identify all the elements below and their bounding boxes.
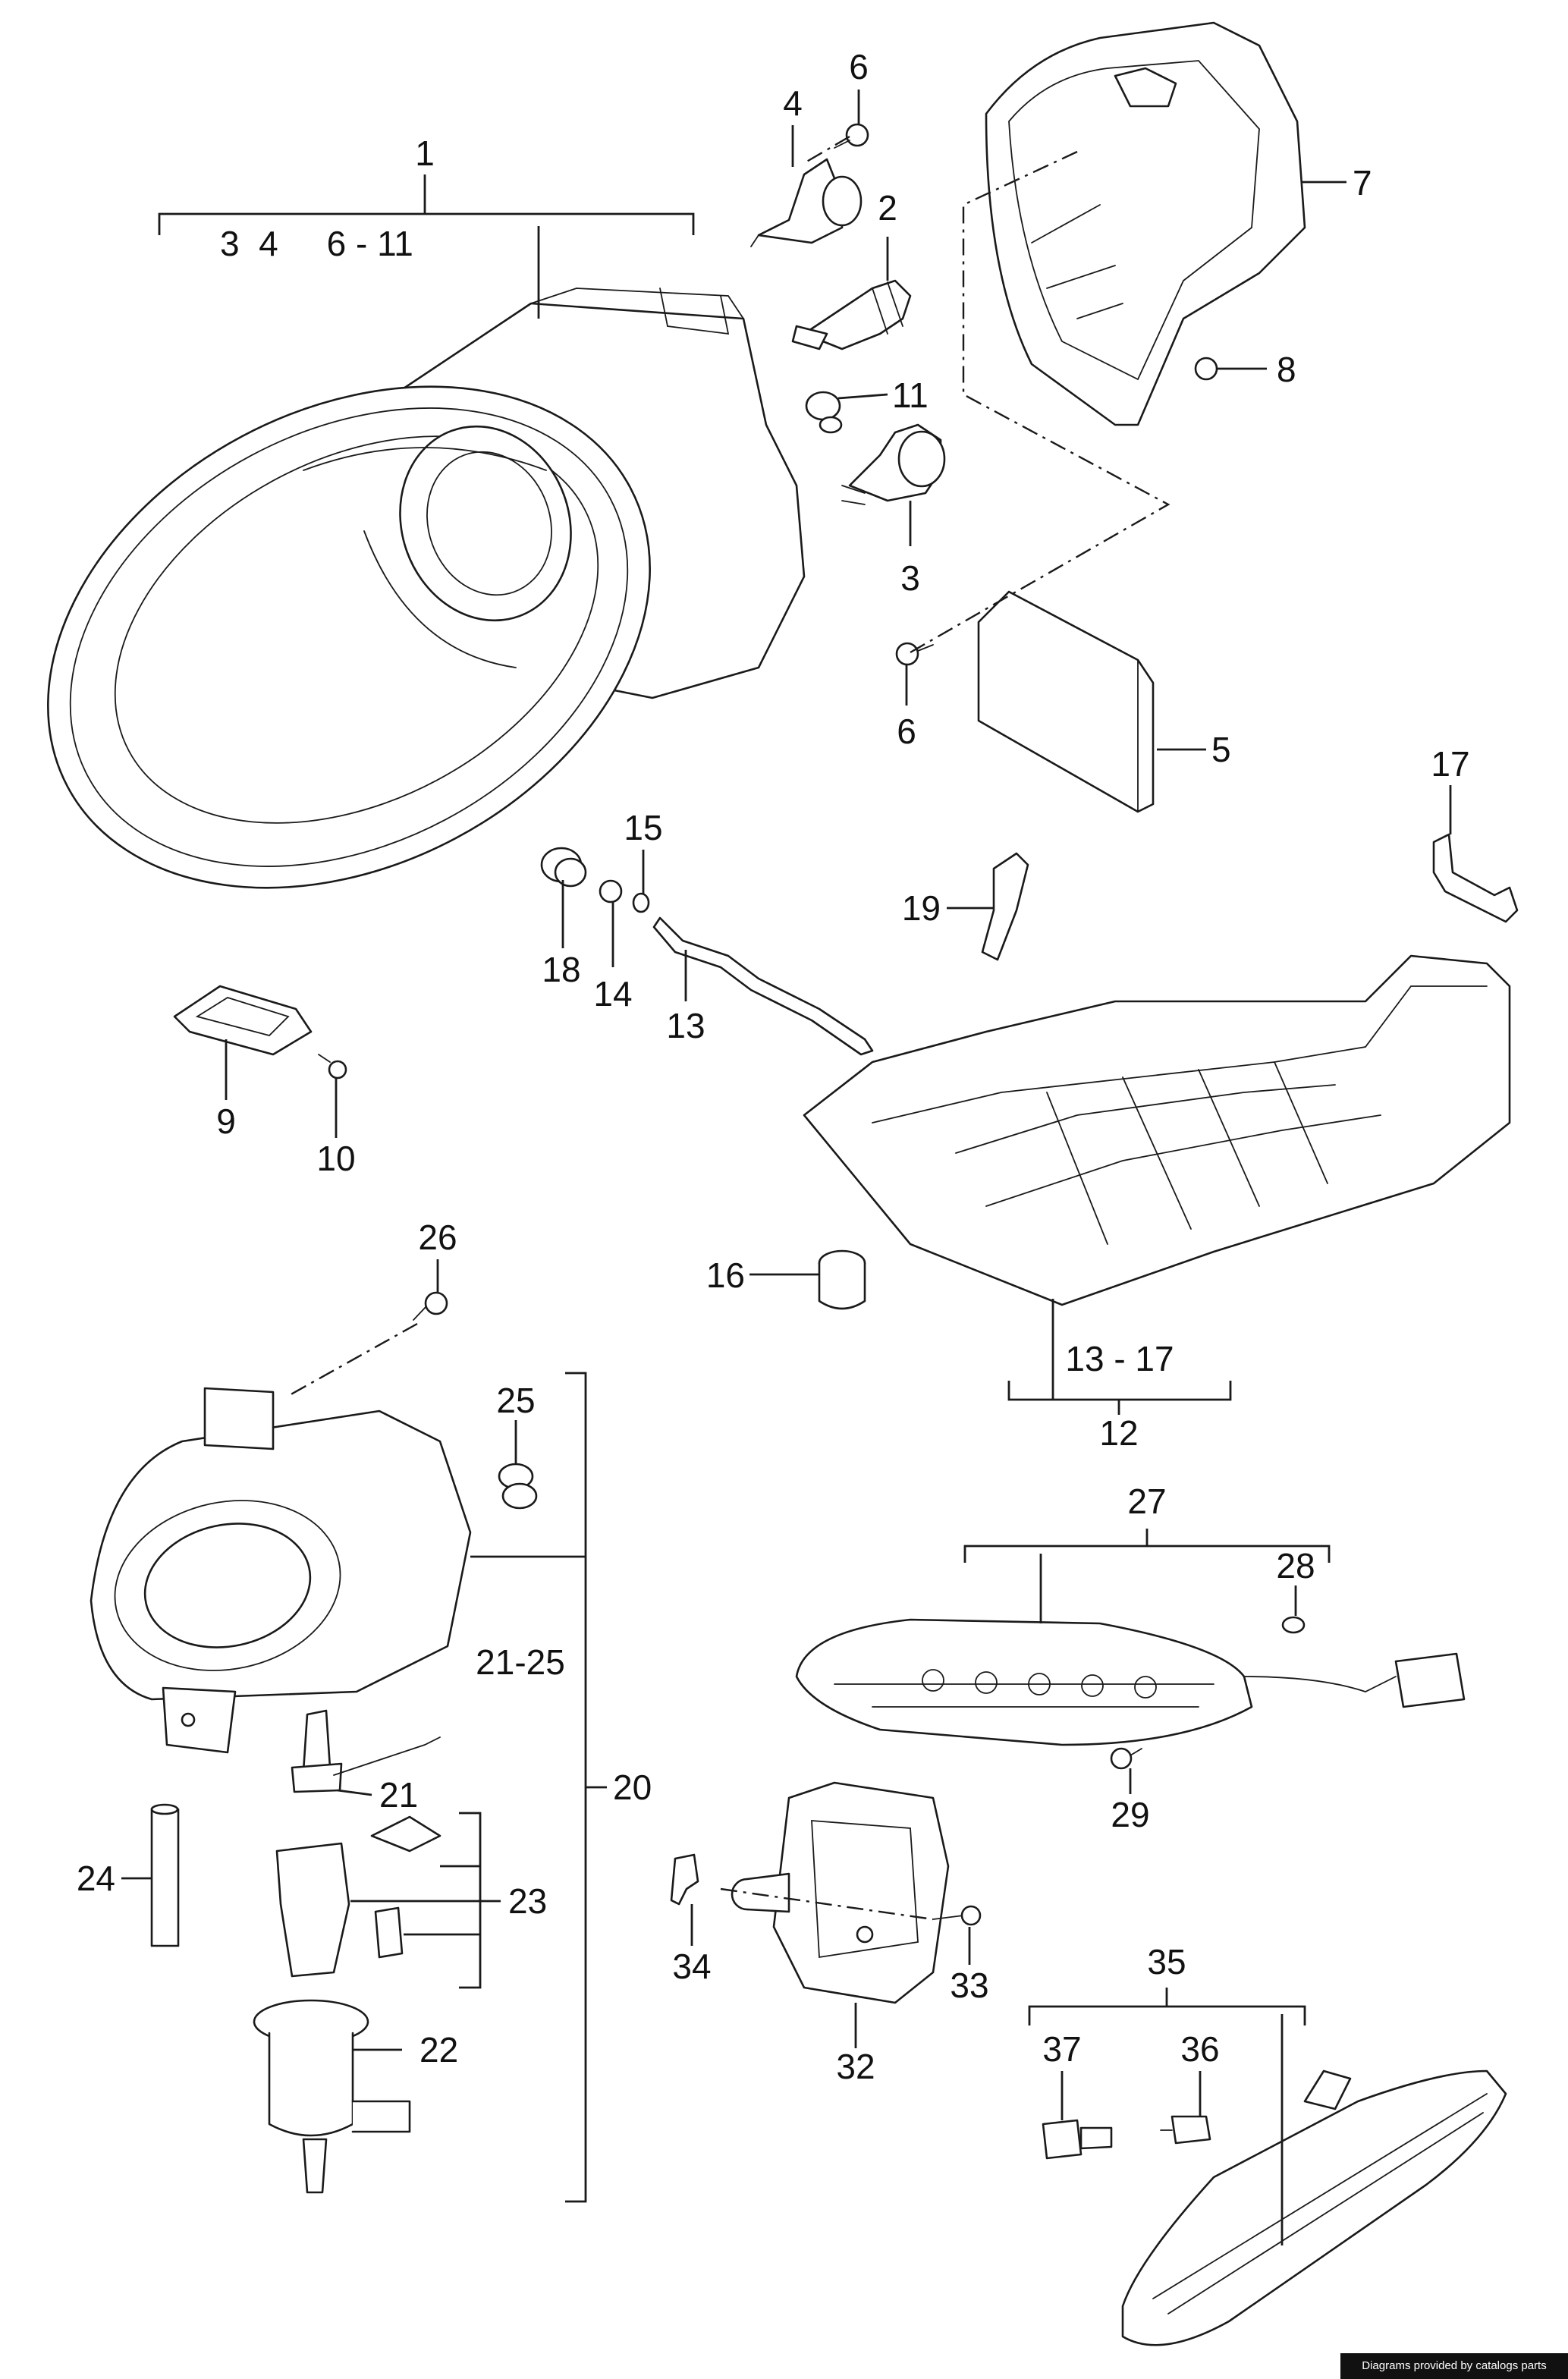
callout-28: 28 xyxy=(1276,1546,1315,1585)
adjuster-motor xyxy=(750,158,863,247)
callout-27: 27 xyxy=(1127,1482,1166,1521)
screw-6-mid xyxy=(895,642,934,666)
clip-34 xyxy=(670,1853,699,1906)
callout-12-range: 13 - 17 xyxy=(1065,1339,1174,1378)
credit-bar: Diagrams provided by catalogs parts xyxy=(1340,2353,1568,2379)
clip-28 xyxy=(1281,1616,1306,1634)
control-unit xyxy=(731,1781,950,2004)
housing-cover xyxy=(985,21,1306,426)
callout-10: 10 xyxy=(316,1139,355,1178)
callout-17: 17 xyxy=(1431,744,1469,784)
grommet-18 xyxy=(540,847,587,888)
callout-22: 22 xyxy=(419,2030,458,2069)
assembly-line-fog xyxy=(288,1322,418,1397)
callout-19: 19 xyxy=(902,888,941,928)
daytime-running-light xyxy=(795,1618,1466,1746)
callout-13: 13 xyxy=(666,1006,705,1045)
screw-33 xyxy=(932,1905,982,1926)
callout-20: 20 xyxy=(613,1768,652,1807)
tube-24 xyxy=(150,1803,180,1947)
side-marker xyxy=(1121,2069,1507,2346)
callout-14: 14 xyxy=(593,974,632,1014)
callout-1: 1 xyxy=(415,134,435,173)
bulb-21 xyxy=(291,1709,441,1793)
callout-15: 15 xyxy=(624,808,662,847)
callout-24: 24 xyxy=(77,1859,115,1898)
halogen-bulb xyxy=(841,423,946,505)
callout-26: 26 xyxy=(418,1218,457,1257)
base-plate xyxy=(803,954,1511,1306)
callout-3: 3 xyxy=(900,558,920,598)
callout-7: 7 xyxy=(1353,163,1372,203)
rod-13 xyxy=(652,916,874,1056)
bracket-19 xyxy=(981,852,1029,961)
callout-29: 29 xyxy=(1111,1795,1149,1834)
callout-1-range: 3 4 6 - 11 xyxy=(220,224,413,263)
callout-9: 9 xyxy=(216,1102,236,1141)
screw-26 xyxy=(413,1291,448,1321)
callout-4: 4 xyxy=(783,83,803,123)
clip-25 xyxy=(498,1463,538,1510)
cover-plate xyxy=(977,590,1155,813)
assembly-line-adjuster xyxy=(803,135,850,165)
screw-10 xyxy=(318,1054,347,1080)
callout-25: 25 xyxy=(496,1381,535,1420)
callout-33: 33 xyxy=(950,1966,988,2005)
assembly-line-cover xyxy=(910,150,1171,654)
callout-5: 5 xyxy=(1211,730,1231,769)
clip-17 xyxy=(1432,833,1519,923)
socket-23 xyxy=(275,1815,441,1978)
callout-35: 35 xyxy=(1147,1942,1186,1981)
nut-14 xyxy=(599,879,623,904)
callout-6-top: 6 xyxy=(849,47,869,86)
socket-37 xyxy=(1042,2119,1113,2160)
callout-18: 18 xyxy=(542,950,580,989)
callout-11: 11 xyxy=(892,376,929,415)
callout-8: 8 xyxy=(1277,350,1296,389)
callout-2: 2 xyxy=(878,188,897,228)
callout-32: 32 xyxy=(836,2047,875,2086)
callout-12: 12 xyxy=(1099,1413,1138,1453)
bulb-36 xyxy=(1160,2115,1211,2145)
headlight-assembly xyxy=(47,288,806,889)
callout-23: 23 xyxy=(508,1881,547,1921)
clip-11 xyxy=(805,391,843,434)
callout-20-range: 21-25 xyxy=(476,1642,565,1682)
callout-16: 16 xyxy=(706,1255,745,1295)
callout-6-mid: 6 xyxy=(897,712,916,751)
callout-37: 37 xyxy=(1042,2029,1081,2069)
callout-36: 36 xyxy=(1180,2029,1219,2069)
grommet-16 xyxy=(818,1249,866,1310)
callout-21: 21 xyxy=(379,1775,418,1815)
fog-light-assembly xyxy=(90,1387,472,1754)
screw-29 xyxy=(1110,1747,1142,1770)
screw-6-top xyxy=(834,123,869,149)
bulb-holder-22 xyxy=(253,1999,411,2194)
callout-labels: 1 3 4 6 - 11 4 6 2 11 3 7 8 6 5 17 19 15… xyxy=(77,47,1470,2086)
assembly-line-unit xyxy=(720,1887,934,1921)
leader-lines xyxy=(121,90,1452,2245)
bracket-9 xyxy=(173,985,313,1056)
callout-34: 34 xyxy=(672,1947,711,1986)
xenon-bulb xyxy=(791,279,912,350)
washer-15 xyxy=(632,892,650,913)
